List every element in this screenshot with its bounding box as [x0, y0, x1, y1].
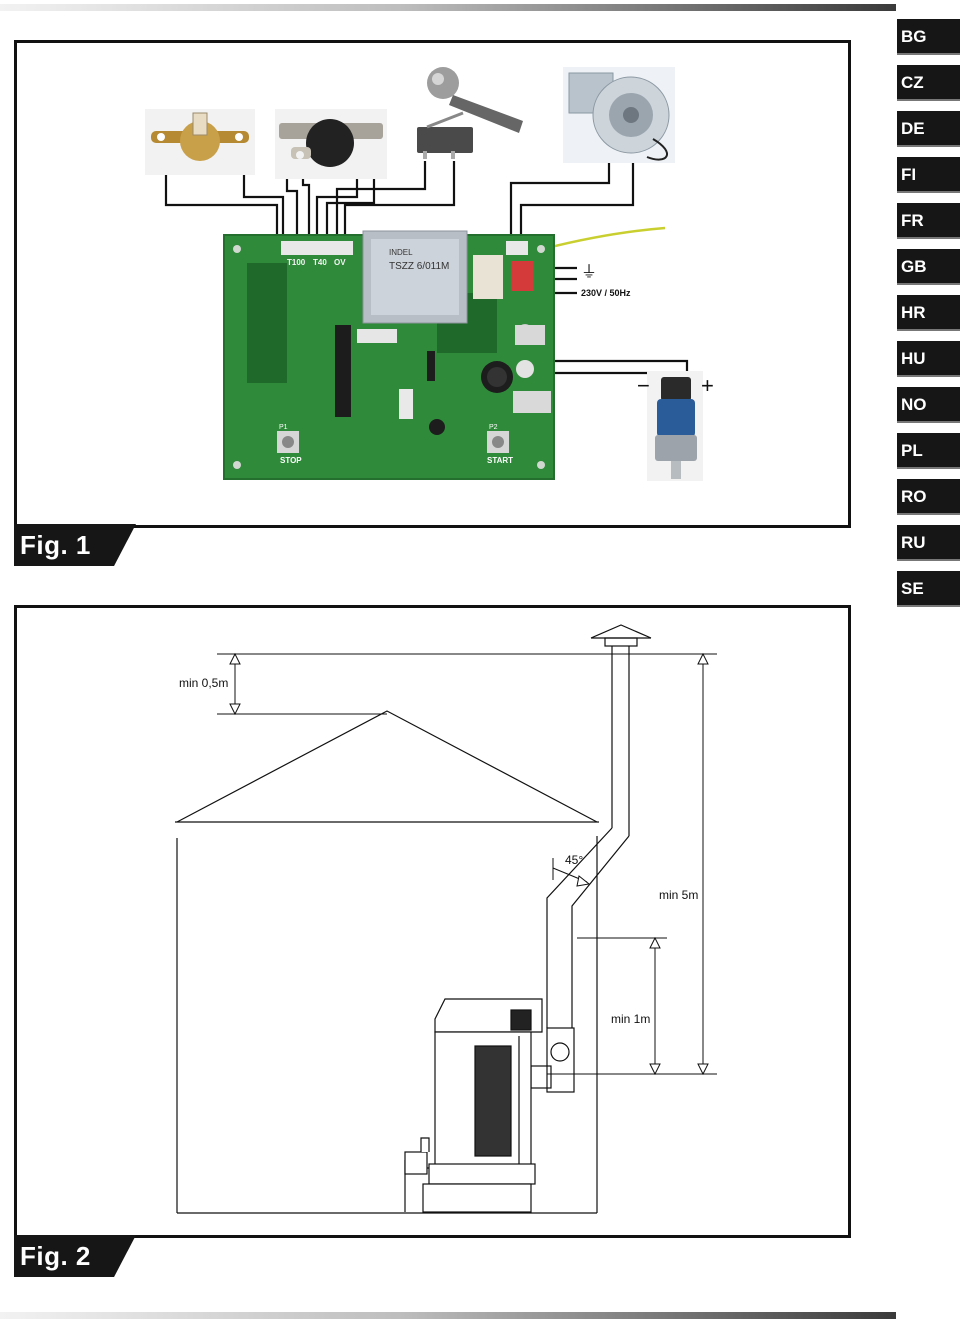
dim-total-label: min 5m	[659, 888, 698, 902]
ground-wire	[546, 226, 666, 250]
chimney-flue	[530, 624, 652, 1093]
language-tab-hr[interactable]: HR	[897, 295, 960, 331]
gear-motor	[647, 371, 703, 481]
language-tab-gb[interactable]: GB	[897, 249, 960, 285]
thermostat-t40	[275, 109, 387, 179]
dimension-lines	[217, 652, 717, 1076]
bottom-gradient-bar	[0, 1312, 896, 1319]
heater-unit	[404, 998, 543, 1213]
language-tab-cz[interactable]: CZ	[897, 65, 960, 101]
dim-roof-label: min 0,5m	[179, 676, 228, 690]
control-board: T100 T40 OV INDEL TSZZ 6/011M	[223, 230, 555, 480]
installation-diagram: min 0,5m min 5m min 1m 45°	[175, 624, 717, 1214]
figure-1-frame: T100 T40 OV INDEL TSZZ 6/011M	[14, 40, 851, 528]
transformer-brand: INDEL	[389, 248, 413, 257]
blower-fan	[563, 67, 675, 163]
p2-label: P2	[489, 424, 498, 431]
thermostat-t100	[145, 109, 255, 175]
dim-vertical-label: min 1m	[611, 1012, 650, 1026]
top-gradient-bar	[0, 4, 896, 11]
language-tabs: BG CZ DE FI FR GB HR HU NO PL RO RU SE	[897, 19, 960, 617]
power-label: 230V / 50Hz	[581, 288, 631, 298]
ground-symbol: ⏚	[581, 263, 597, 281]
language-tab-pl[interactable]: PL	[897, 433, 960, 469]
wiring-diagram: T100 T40 OV INDEL TSZZ 6/011M	[145, 67, 714, 481]
motor-minus-sign: −	[637, 373, 650, 398]
language-tab-fr[interactable]: FR	[897, 203, 960, 239]
label-t100: T100	[287, 258, 306, 267]
language-tab-de[interactable]: DE	[897, 111, 960, 147]
language-tab-bg[interactable]: BG	[897, 19, 960, 55]
start-button-label: START	[487, 456, 513, 465]
label-ov: OV	[334, 258, 346, 267]
language-tab-hu[interactable]: HU	[897, 341, 960, 377]
figure-2-frame: min 0,5m min 5m min 1m 45°	[14, 605, 851, 1238]
language-tab-ru[interactable]: RU	[897, 525, 960, 561]
language-tab-se[interactable]: SE	[897, 571, 960, 607]
stop-button-label: STOP	[280, 456, 302, 465]
transformer-label: TSZZ 6/011M	[389, 261, 449, 272]
house-outline	[175, 710, 599, 1214]
motor-plus-sign: +	[701, 373, 714, 398]
language-tab-ro[interactable]: RO	[897, 479, 960, 515]
language-tab-no[interactable]: NO	[897, 387, 960, 423]
label-t40: T40	[313, 258, 327, 267]
language-tab-fi[interactable]: FI	[897, 157, 960, 193]
figure-2-label: Fig. 2	[14, 1235, 136, 1277]
microswitch	[417, 67, 523, 159]
angle-label: 45°	[565, 853, 583, 867]
figure-1-label: Fig. 1	[14, 524, 136, 566]
p1-label: P1	[279, 424, 288, 431]
